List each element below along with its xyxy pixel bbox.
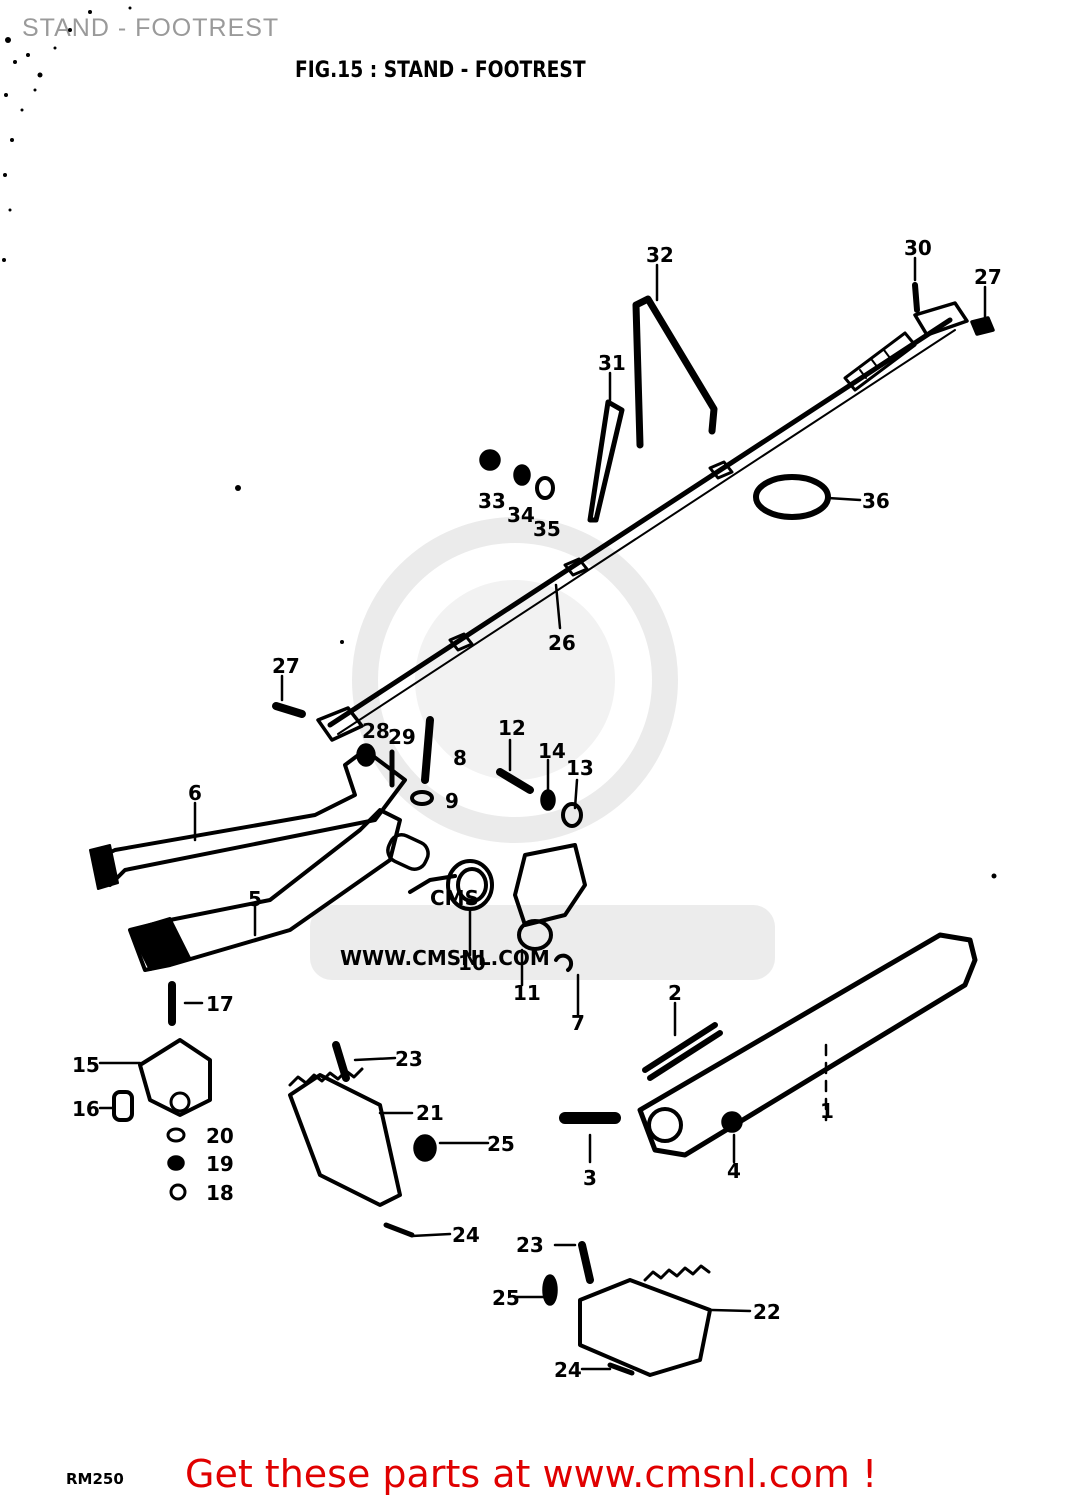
callout-23-left: 23 [395,1047,423,1071]
callout-24-right: 24 [554,1358,582,1382]
callout-28: 28 [362,719,390,743]
cam-arm [513,843,587,927]
callout-21: 21 [416,1101,444,1125]
callout-25-right: 25 [492,1286,520,1310]
callout-9: 9 [445,789,459,813]
leader-lines [98,256,987,1371]
footrest-bracket [138,1038,212,1117]
callout-35: 35 [533,517,561,541]
callout-6: 6 [188,781,202,805]
callout-19: 19 [206,1152,234,1176]
callout-32: 32 [646,243,674,267]
stand-spring-wire [632,295,718,449]
footrest-left [288,1073,402,1207]
callout-33: 33 [478,489,506,513]
callout-18: 18 [206,1181,234,1205]
callout-17: 17 [206,992,234,1016]
callout-26: 26 [548,631,576,655]
figure-title: FIG.15 : STAND - FOOTREST [295,58,586,83]
callout-7: 7 [571,1011,585,1035]
side-stand [637,932,978,1158]
callout-20: 20 [206,1124,234,1148]
callout-1: 1 [820,1099,834,1123]
callout-29: 29 [388,725,416,749]
callout-27-left: 27 [272,654,300,678]
callout-36: 36 [862,489,890,513]
o-ring [753,474,831,520]
callout-34: 34 [507,503,535,527]
pivot-shaft [386,833,430,871]
callout-22: 22 [753,1300,781,1324]
small-washers [479,449,555,500]
callout-13: 13 [566,756,594,780]
callout-labels: 1 2 3 4 5 6 7 8 9 10 11 12 13 14 15 16 1… [72,236,1002,1382]
callout-24-left: 24 [452,1223,480,1247]
callout-10: 10 [458,951,486,975]
watermark-url: WWW.CMSNL.COM [340,946,550,970]
callout-30: 30 [904,236,932,260]
model-code: RM250 [66,1470,124,1488]
callout-3: 3 [583,1166,597,1190]
footer-cta-link[interactable]: Get these parts at www.cmsnl.com ! [185,1452,878,1496]
scan-noise [2,6,997,879]
callout-31: 31 [598,351,626,375]
watermark: CMS WWW.CMSNL.COM [310,517,775,980]
callout-2: 2 [668,981,682,1005]
callout-23-right: 23 [516,1233,544,1257]
callout-16: 16 [72,1097,100,1121]
rod-bracket [587,399,625,523]
brake-rod [316,301,969,742]
callout-8: 8 [453,746,467,770]
callout-25-left: 25 [487,1132,515,1156]
rod-end-hardware [912,282,995,336]
callout-14: 14 [538,739,566,763]
watermark-brand: CMS [430,886,479,910]
footrest-right [578,1278,712,1377]
callout-27-right: 27 [974,265,1002,289]
stand-spring [642,1022,723,1081]
callout-12: 12 [498,716,526,740]
header-title: STAND - FOOTREST [22,14,280,42]
callout-15: 15 [72,1053,100,1077]
brake-pedal [93,748,407,887]
callout-11: 11 [513,981,541,1005]
callout-5: 5 [248,887,262,911]
callout-4: 4 [727,1159,741,1183]
